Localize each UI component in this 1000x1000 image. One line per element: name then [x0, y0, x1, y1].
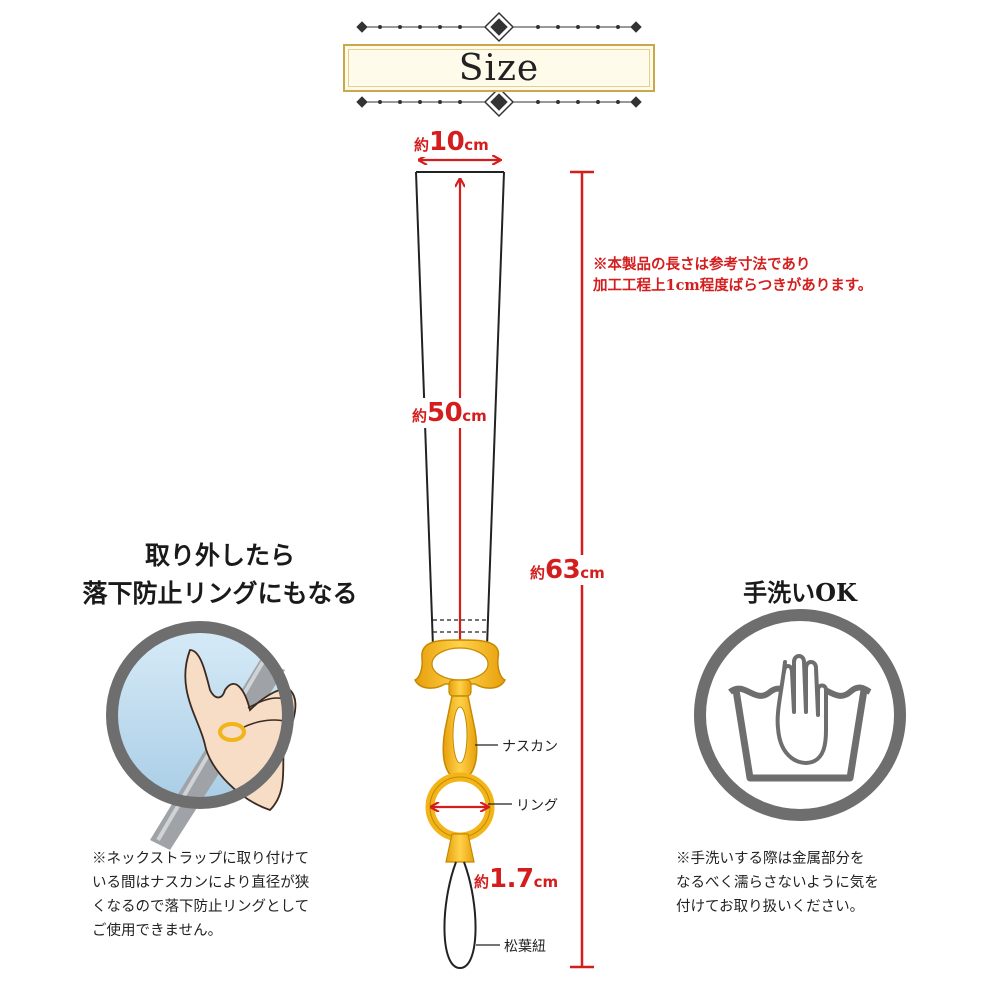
left-note: ※ネックストラップに取り付けて いる間はナスカンにより直径が狭 くなるので落下防…	[92, 851, 310, 939]
finger-ring-illustration	[106, 621, 297, 850]
cord-label: 松葉紐	[504, 939, 546, 955]
hand-wash-icon	[694, 609, 906, 821]
left-heading: 取り外したら 落下防止リングにもなる	[82, 541, 358, 608]
ornament-top	[356, 11, 642, 43]
ring	[425, 772, 495, 842]
ornament-bottom	[356, 86, 642, 118]
ring-diameter-label: 約1.7cm	[474, 864, 559, 894]
page-title: Size	[458, 48, 540, 89]
length-note: ※本製品の長さは参考寸法であり 加工工程上1cm程度ばらつきがあります。	[593, 256, 873, 294]
ring-label: リング	[516, 798, 558, 814]
snap-hook	[413, 639, 507, 781]
cord-loop	[443, 861, 477, 970]
total-length-label: 約63cm	[528, 555, 607, 585]
cord-holder	[445, 833, 475, 863]
right-note: ※手洗いする際は金属部分を なるべく濡らさないように気を 付けてお取り扱いくださ…	[676, 851, 879, 915]
title-box: Size	[343, 44, 655, 92]
strap-length-label: 約50cm	[410, 398, 489, 428]
clasp-label: ナスカン	[502, 739, 558, 755]
width-label: 約10cm	[412, 127, 491, 157]
right-heading: 手洗いOK	[743, 578, 857, 607]
